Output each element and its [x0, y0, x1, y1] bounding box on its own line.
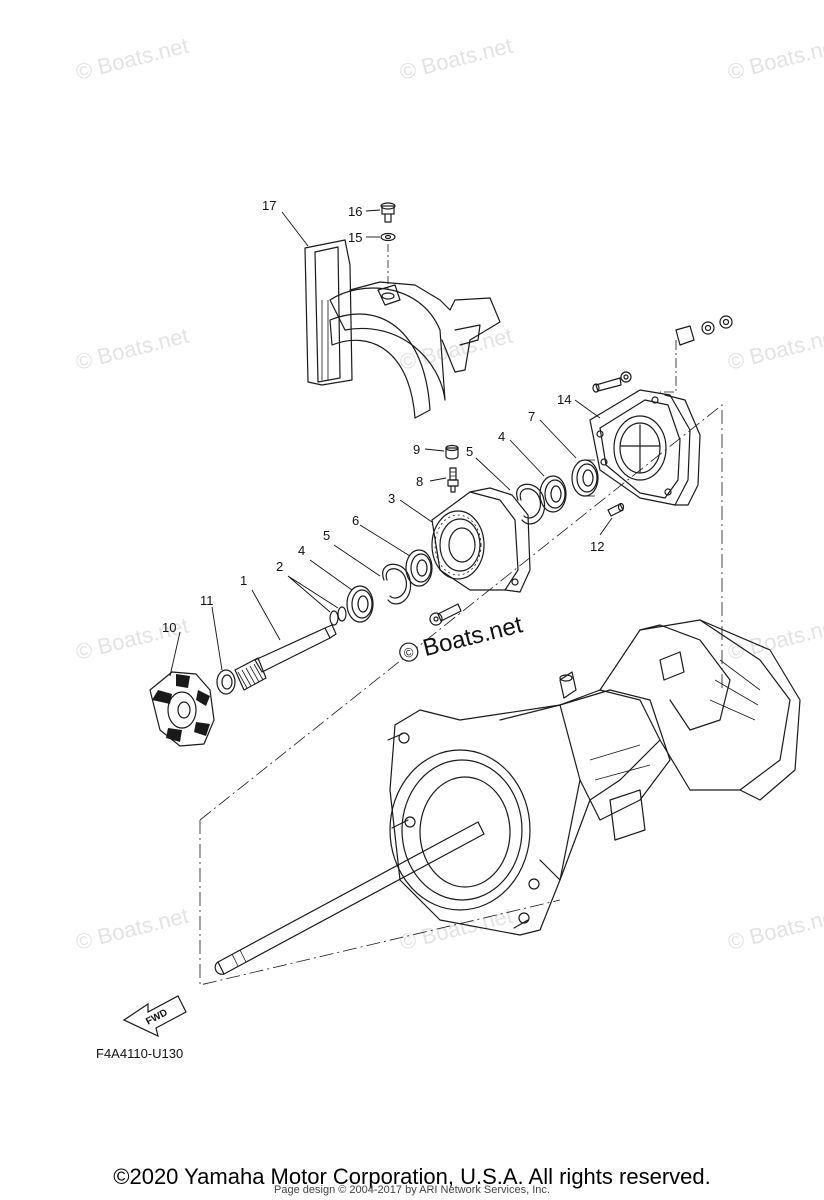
part-1-shaft — [234, 624, 337, 691]
part-8-nipple — [447, 467, 459, 493]
watermark: © Boats.net — [397, 903, 515, 955]
part-7-bearing — [571, 459, 599, 497]
pump-housing — [387, 619, 801, 936]
watermark: © Boats.net — [725, 903, 824, 955]
part-5-circlip-upper — [516, 483, 546, 525]
design-credit: Page design © 2004-2017 by ARI Network S… — [274, 1184, 550, 1196]
callout-6: 6 — [352, 513, 359, 528]
part-5-circlip-lower — [382, 563, 412, 605]
callout-7: 7 — [528, 409, 535, 424]
watermark: © Boats.net — [73, 323, 191, 375]
part-6-bearing — [405, 549, 433, 587]
watermark-layer: © Boats.net © Boats.net © Boats.net © Bo… — [73, 33, 824, 955]
callout-5-lower: 5 — [323, 528, 330, 543]
brand-logo-text: Boats.net — [420, 611, 525, 662]
callout-10: 10 — [162, 620, 176, 635]
callout-12: 12 — [590, 539, 604, 554]
callout-4-lower: 4 — [298, 543, 305, 558]
watermark: © Boats.net — [73, 903, 191, 955]
part-16-bolt — [380, 202, 396, 223]
drive-shaft-long — [214, 821, 485, 975]
callout-16: 16 — [348, 204, 362, 219]
part-12-pin — [607, 502, 625, 517]
copyright-notice: ©2020 Yamaha Motor Corporation, U.S.A. A… — [113, 1164, 711, 1189]
watermark: © Boats.net — [397, 33, 515, 85]
watermark: © Boats.net — [725, 323, 824, 375]
svg-text:©: © — [402, 644, 415, 661]
part-10-impeller — [149, 671, 215, 747]
callout-9: 9 — [413, 442, 420, 457]
part-14-duct — [589, 389, 701, 506]
part-4-bearing-upper — [539, 475, 567, 513]
fwd-arrow-icon: FWD — [122, 995, 187, 1038]
watermark: © Boats.net — [725, 33, 824, 85]
callout-3: 3 — [388, 491, 395, 506]
callout-15: 15 — [348, 230, 362, 245]
cover-hardware — [675, 315, 733, 346]
part-14-bolt — [592, 371, 632, 393]
callout-leaders — [169, 209, 613, 677]
part-11-ring — [216, 669, 236, 695]
part-3-housing — [431, 487, 531, 593]
part-4-bearing-lower — [346, 585, 374, 623]
part-17-cover — [304, 239, 501, 419]
diagram-code: F4A4110-U130 — [96, 1046, 183, 1061]
callout-5-upper: 5 — [466, 444, 473, 459]
callout-11: 11 — [200, 593, 214, 608]
cover-leader-frame — [660, 340, 677, 393]
part-2-o-rings — [329, 606, 347, 626]
assembly-boundary — [199, 404, 723, 986]
part-3-bolt — [429, 603, 462, 626]
part-9-cap — [445, 444, 459, 460]
callout-2: 2 — [276, 559, 283, 574]
part-15-washer — [380, 232, 396, 242]
boats-net-logo: © Boats.net — [399, 611, 525, 662]
callout-1: 1 — [240, 573, 247, 588]
callout-14: 14 — [557, 392, 571, 407]
callout-4-upper: 4 — [498, 429, 505, 444]
callout-labels: 1 2 3 4 4 5 5 6 7 8 9 10 11 12 14 15 16 … — [162, 198, 604, 635]
callout-8: 8 — [416, 474, 423, 489]
callout-17: 17 — [262, 198, 276, 213]
watermark: © Boats.net — [73, 33, 191, 85]
